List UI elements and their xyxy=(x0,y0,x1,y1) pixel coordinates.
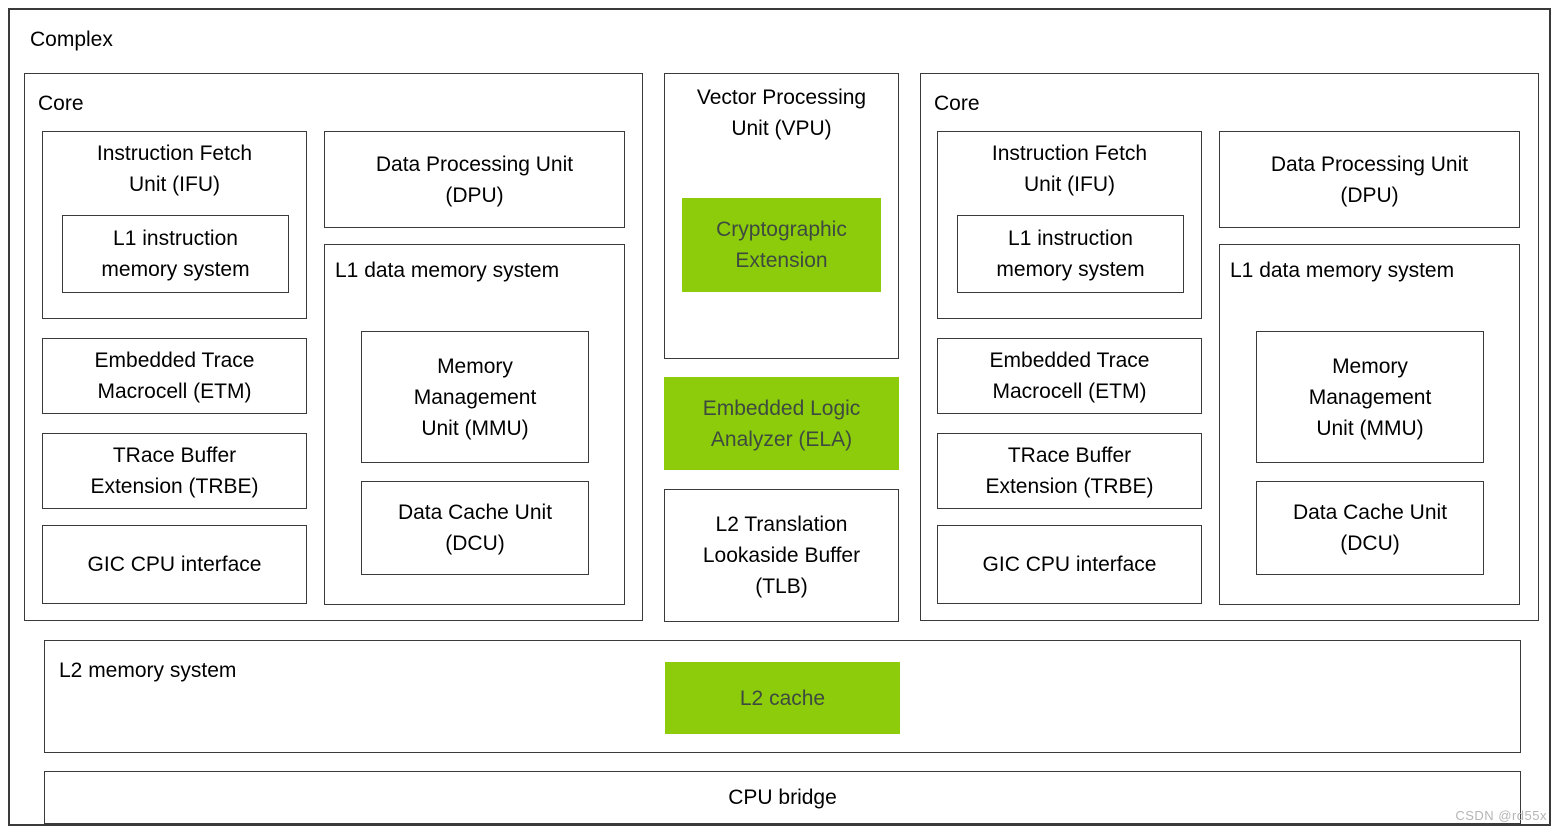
trbe-box: TRace Buffer Extension (TRBE) xyxy=(42,433,307,509)
complex-box: Complex Core Instruction Fetch Unit (IFU… xyxy=(8,8,1551,826)
cpubridge-label: CPU bridge xyxy=(728,786,837,809)
trbe-label: TRace Buffer Extension (TRBE) xyxy=(90,444,259,498)
l2mem-box: L2 memory system L2 cache xyxy=(44,640,1521,753)
gic-box: GIC CPU interface xyxy=(42,525,307,604)
l2cache-box: L2 cache xyxy=(665,662,900,734)
core-box-left: Core Instruction Fetch Unit (IFU) L1 ins… xyxy=(24,73,643,621)
l2cache-label: L2 cache xyxy=(739,686,826,710)
core-label: Core xyxy=(934,92,980,115)
dpu-box: Data Processing Unit (DPU) xyxy=(1219,131,1520,228)
trbe-label: TRace Buffer Extension (TRBE) xyxy=(985,444,1154,498)
gic-box: GIC CPU interface xyxy=(937,525,1202,604)
l1i-box: L1 instruction memory system xyxy=(62,215,289,293)
mmu-box: Memory Management Unit (MMU) xyxy=(361,331,589,463)
l2mem-label: L2 memory system xyxy=(59,659,237,682)
l1i-box: L1 instruction memory system xyxy=(957,215,1184,293)
crypto-label: Cryptographic Extension xyxy=(716,218,847,272)
mmu-label: Memory Management Unit (MMU) xyxy=(1308,354,1432,440)
dcu-box: Data Cache Unit (DCU) xyxy=(361,481,589,575)
watermark: CSDN @rd55x xyxy=(1455,808,1547,823)
vpu-box: Vector Processing Unit (VPU) Cryptograph… xyxy=(664,73,899,359)
ifu-label: Instruction Fetch Unit (IFU) xyxy=(991,142,1148,196)
core-label: Core xyxy=(38,92,84,115)
l1i-label: L1 instruction memory system xyxy=(996,227,1145,281)
dcu-label: Data Cache Unit (DCU) xyxy=(397,501,553,555)
mmu-box: Memory Management Unit (MMU) xyxy=(1256,331,1484,463)
ifu-box: Instruction Fetch Unit (IFU) L1 instruct… xyxy=(42,131,307,319)
dpu-box: Data Processing Unit (DPU) xyxy=(324,131,625,228)
etm-label: Embedded Trace Macrocell (ETM) xyxy=(989,349,1150,403)
l1d-box: L1 data memory system Memory Management … xyxy=(1219,244,1520,605)
l1d-label: L1 data memory system xyxy=(335,259,560,282)
dcu-label: Data Cache Unit (DCU) xyxy=(1292,501,1448,555)
etm-box: Embedded Trace Macrocell (ETM) xyxy=(42,338,307,414)
crypto-box: Cryptographic Extension xyxy=(682,198,881,292)
tlb-box: L2 Translation Lookaside Buffer (TLB) xyxy=(664,489,899,622)
core-box-right: Core Instruction Fetch Unit (IFU) L1 ins… xyxy=(920,73,1539,621)
etm-box: Embedded Trace Macrocell (ETM) xyxy=(937,338,1202,414)
vpu-label: Vector Processing Unit (VPU) xyxy=(696,86,867,140)
mmu-label: Memory Management Unit (MMU) xyxy=(413,354,537,440)
dpu-label: Data Processing Unit (DPU) xyxy=(375,152,574,207)
etm-label: Embedded Trace Macrocell (ETM) xyxy=(94,349,255,403)
dpu-label: Data Processing Unit (DPU) xyxy=(1270,152,1469,207)
gic-label: GIC CPU interface xyxy=(982,553,1157,576)
ela-box: Embedded Logic Analyzer (ELA) xyxy=(664,377,899,470)
dcu-box: Data Cache Unit (DCU) xyxy=(1256,481,1484,575)
l1i-label: L1 instruction memory system xyxy=(101,227,250,281)
ifu-label: Instruction Fetch Unit (IFU) xyxy=(96,142,253,196)
complex-label: Complex xyxy=(30,28,113,51)
tlb-label: L2 Translation Lookaside Buffer (TLB) xyxy=(702,513,861,598)
cpubridge-box: CPU bridge xyxy=(44,771,1521,824)
l1d-box: L1 data memory system Memory Management … xyxy=(324,244,625,605)
ifu-box: Instruction Fetch Unit (IFU) L1 instruct… xyxy=(937,131,1202,319)
trbe-box: TRace Buffer Extension (TRBE) xyxy=(937,433,1202,509)
gic-label: GIC CPU interface xyxy=(87,553,262,576)
ela-label: Embedded Logic Analyzer (ELA) xyxy=(702,396,861,451)
l1d-label: L1 data memory system xyxy=(1230,259,1455,282)
